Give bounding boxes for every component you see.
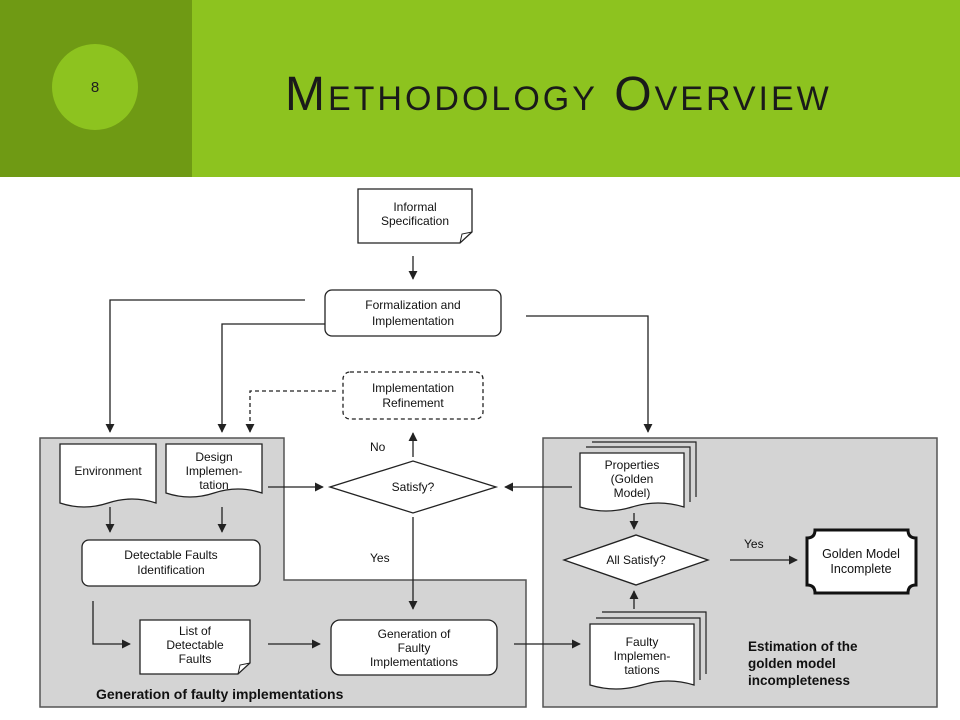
- informal-spec-line-1: Informal: [393, 200, 436, 214]
- edge-formalization-to-environment: [105, 299, 305, 433]
- all-satisfy-label: All Satisfy?: [606, 553, 666, 567]
- golden-incomplete-line-1: Golden Model: [822, 547, 900, 561]
- properties-line-2: (Golden: [611, 472, 654, 486]
- edge-formalization-to-properties: [526, 315, 653, 433]
- node-all-satisfy: [562, 534, 710, 586]
- faulty-impl-line-2: Implemen-: [614, 649, 671, 663]
- detectable-faults-id-line-1: Detectable Faults: [124, 548, 217, 562]
- edge-label-no: No: [370, 440, 386, 454]
- node-formalization: [324, 289, 502, 337]
- edge-formalization-to-design: [217, 323, 325, 433]
- slide-number: 8: [52, 44, 138, 130]
- edge-label-yes-satisfy: Yes: [370, 551, 390, 565]
- node-environment: [59, 443, 157, 508]
- environment-label: Environment: [74, 464, 142, 478]
- region-left-label: Generation of faulty implementations: [96, 686, 344, 702]
- node-design-impl: [165, 443, 263, 498]
- region-right-label-1: Estimation of the: [748, 639, 858, 654]
- formalization-line-2: Implementation: [372, 314, 454, 328]
- node-detectable-faults-id: [81, 539, 261, 587]
- node-refinement: [342, 371, 484, 420]
- design-impl-line-3: tation: [199, 478, 228, 492]
- list-faults-line-2: Detectable: [166, 638, 224, 652]
- satisfy-label: Satisfy?: [392, 480, 435, 494]
- refinement-line-1: Implementation: [372, 381, 454, 395]
- list-faults-line-3: Faults: [179, 652, 212, 666]
- header-right-panel: [192, 0, 960, 177]
- edge-refinement-to-design: [245, 390, 336, 433]
- node-golden-incomplete: [805, 528, 918, 595]
- generation-faulty-line-2: Faulty: [398, 641, 431, 655]
- design-impl-line-2: Implemen-: [186, 464, 243, 478]
- formalization-line-1: Formalization and: [365, 298, 460, 312]
- edge-label-yes-all: Yes: [744, 537, 764, 551]
- properties-line-1: Properties: [605, 458, 660, 472]
- generation-faulty-line-3: Implementations: [370, 655, 458, 669]
- node-generation-faulty: [330, 619, 498, 676]
- methodology-diagram: Informal Specification Formalization and…: [39, 188, 938, 708]
- edge-detectable-to-list: [92, 601, 131, 649]
- generation-faulty-line-1: Generation of: [378, 627, 451, 641]
- node-faulty-impl: [589, 623, 695, 690]
- region-right-label-2: golden model: [748, 656, 836, 671]
- region-right-label-3: incompleteness: [748, 673, 850, 688]
- properties-line-3: Model): [614, 486, 651, 500]
- node-properties: [579, 452, 685, 512]
- design-impl-line-1: Design: [195, 450, 232, 464]
- slide-title: Methodology Overview: [285, 68, 832, 121]
- node-satisfy: [327, 460, 499, 514]
- faulty-impl-line-3: tations: [624, 663, 659, 677]
- informal-spec-line-2: Specification: [381, 214, 449, 228]
- faulty-impl-line-1: Faulty: [626, 635, 659, 649]
- node-informal-spec: [357, 188, 473, 244]
- golden-incomplete-line-2: Incomplete: [830, 562, 891, 576]
- list-faults-line-1: List of: [179, 624, 212, 638]
- refinement-line-2: Refinement: [382, 396, 444, 410]
- node-list-faults: [139, 619, 251, 675]
- detectable-faults-id-line-2: Identification: [137, 563, 204, 577]
